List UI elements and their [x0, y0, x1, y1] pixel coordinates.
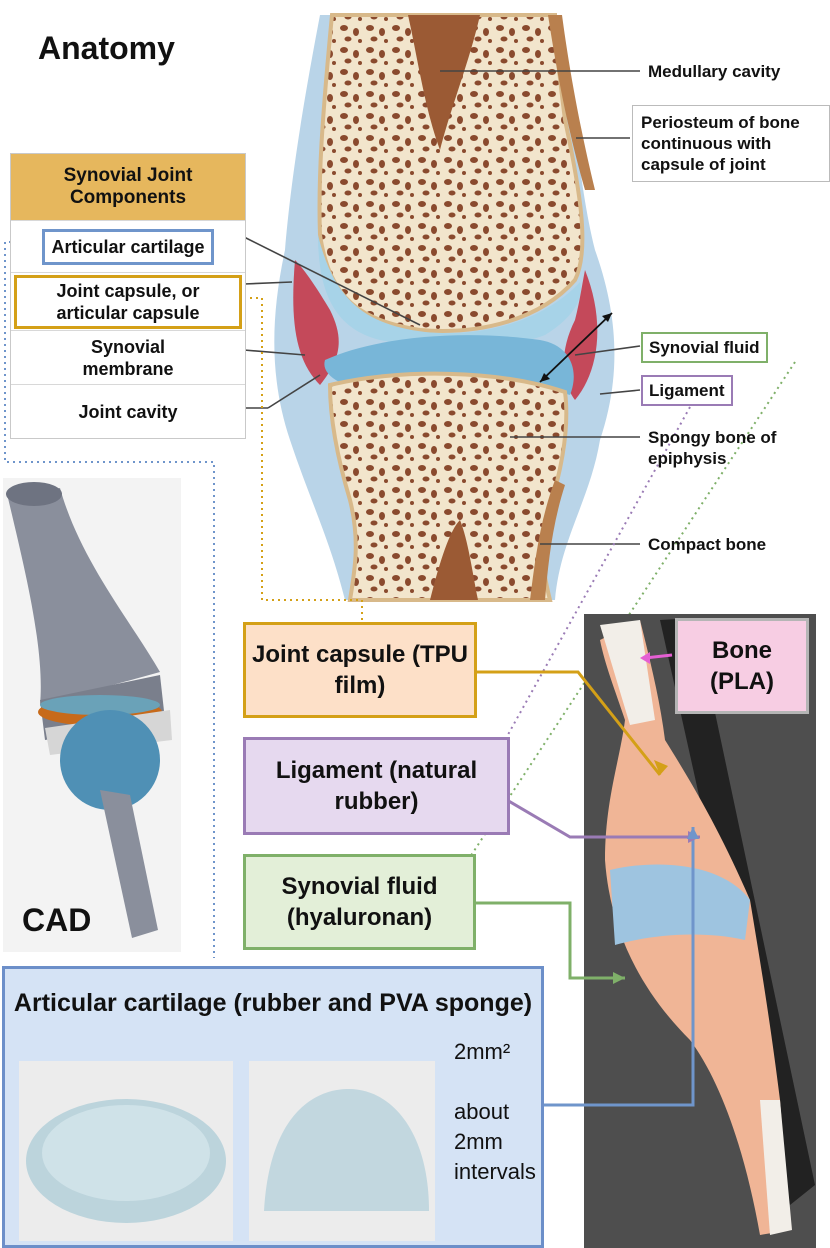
- ligament-material: Ligament (natural rubber): [243, 737, 510, 835]
- articular-cartilage-panel: Articular cartilage (rubber and PVA spon…: [2, 966, 544, 1248]
- spongy-bone-label: Spongy bone of epiphysis: [648, 428, 777, 468]
- joint-cavity-label: Joint cavity: [78, 402, 178, 422]
- medullary-cavity: [408, 15, 480, 150]
- cartilage-photos: [19, 1061, 435, 1241]
- prototype-photo: [584, 614, 816, 1248]
- cartilage-note: 2mm² about 2mm intervals: [438, 1037, 548, 1187]
- cad-label: CAD: [22, 902, 92, 938]
- row-articular-cartilage: Articular cartilage: [11, 220, 245, 273]
- articular-cartilage-title: Articular cartilage (rubber and PVA spon…: [13, 989, 533, 1017]
- ligament-label: Ligament: [641, 375, 733, 406]
- synovial-fluid-material: Synovial fluid (hyaluronan): [243, 854, 476, 950]
- row-joint-capsule: Joint capsule, or articular capsule: [11, 272, 245, 331]
- synovial-fluid-label: Synovial fluid: [641, 332, 768, 363]
- size-note: 2mm²: [454, 1039, 511, 1064]
- compact-bone-label: Compact bone: [648, 535, 767, 554]
- page-title: Anatomy: [38, 30, 175, 66]
- cad-model: [3, 478, 181, 952]
- row-synovial-membrane: Synovial membrane: [11, 330, 245, 385]
- joint-capsule-label: Joint capsule, or articular capsule: [14, 275, 242, 329]
- components-table: Synovial Joint Components Articular cart…: [10, 153, 246, 439]
- bone-material: Bone (PLA): [675, 618, 809, 714]
- row-joint-cavity: Joint cavity: [11, 384, 245, 439]
- joint-capsule-material: Joint capsule (TPU film): [243, 622, 477, 718]
- interval-note: about 2mm intervals: [454, 1099, 536, 1184]
- upper-bone: [317, 13, 585, 333]
- periosteum-label: Periosteum of bone continuous with capsu…: [632, 105, 830, 182]
- synovial-cavity-left: [293, 260, 339, 385]
- components-header: Synovial Joint Components: [11, 154, 245, 220]
- synovial-membrane-label: Synovial membrane: [82, 337, 174, 379]
- articular-cartilage-label: Articular cartilage: [42, 229, 214, 265]
- medullary-cavity-lower: [430, 520, 478, 600]
- medullary-cavity-label: Medullary cavity: [648, 62, 781, 81]
